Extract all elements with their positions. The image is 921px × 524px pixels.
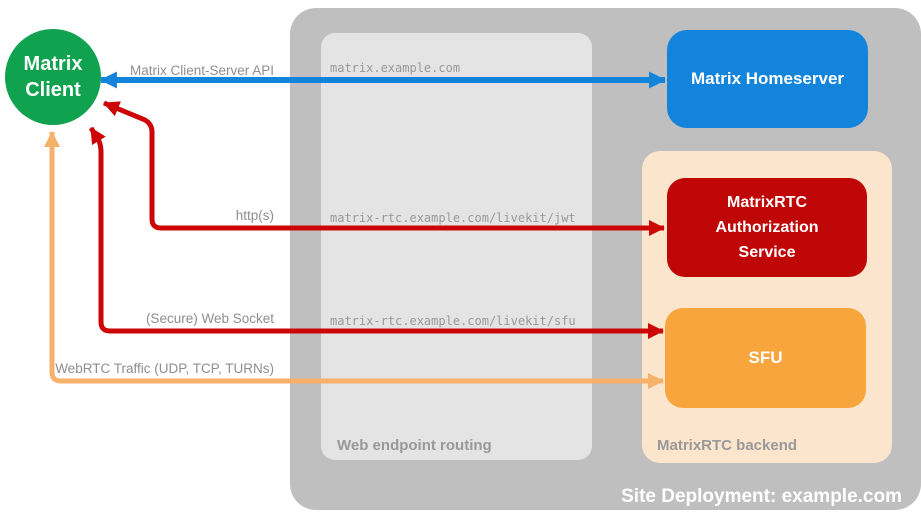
matrix-homeserver-node: Matrix Homeserver bbox=[667, 30, 868, 128]
endpoint-livekit-jwt: matrix-rtc.example.com/livekit/jwt bbox=[330, 211, 576, 225]
web-endpoint-routing-label: Web endpoint routing bbox=[337, 437, 492, 454]
site-deployment-label: Site Deployment: example.com bbox=[621, 486, 902, 507]
web-endpoint-routing-box bbox=[321, 33, 592, 460]
matrix-client-node: Matrix Client bbox=[5, 29, 101, 125]
matrixrtc-authorization-service-node: MatrixRTC Authorization Service bbox=[667, 178, 867, 277]
https-arrow-label: http(s) bbox=[235, 208, 274, 223]
matrixrtc-backend-label: MatrixRTC backend bbox=[657, 437, 798, 454]
sfu-node: SFU bbox=[665, 308, 866, 408]
client-server-api-arrow-label: Matrix Client-Server API bbox=[129, 63, 274, 78]
endpoint-matrix-example-com: matrix.example.com bbox=[330, 61, 461, 75]
webrtc-arrow-label: WebRTC Traffic (UDP, TCP, TURNs) bbox=[55, 361, 274, 376]
websocket-arrow-label: (Secure) Web Socket bbox=[145, 311, 274, 326]
endpoint-livekit-sfu: matrix-rtc.example.com/livekit/sfu bbox=[330, 314, 576, 328]
